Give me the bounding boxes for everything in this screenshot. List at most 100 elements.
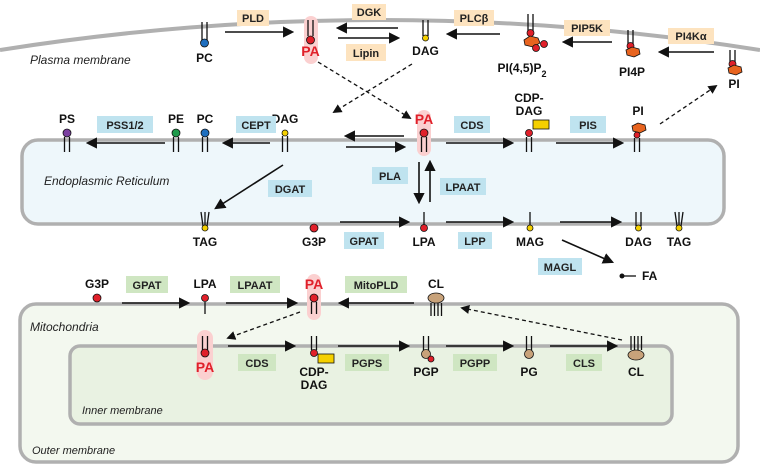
lipid-fa: FA: [619, 269, 658, 283]
svg-text:DAG: DAG: [516, 104, 543, 118]
lipid-dag-plasma: DAG: [412, 20, 439, 58]
lipid-pgp-mito: PGP: [413, 336, 439, 379]
enzyme-pla-box: [372, 167, 408, 184]
svg-text:CL: CL: [628, 365, 644, 379]
enzyme-pis-box: [570, 116, 606, 133]
enzyme-plcb-box: [454, 10, 494, 26]
svg-text:PS: PS: [59, 112, 75, 126]
dashed-cl-inner-to-cl-outer: [460, 304, 623, 341]
lipid-dag-er: DAG: [272, 112, 298, 152]
enzyme-pld: PLD: [242, 13, 264, 25]
enzyme-cds-mito: CDS: [245, 358, 268, 370]
lipid-pc-er: PC: [197, 112, 214, 152]
lipid-pe-er: PE: [168, 112, 184, 152]
enzyme-cls: CLS: [573, 358, 595, 370]
enzyme-pgpp: PGPP: [460, 358, 491, 370]
enzyme-cds-mito-box: [238, 354, 276, 371]
enzyme-cds-er-box: [454, 116, 490, 133]
dashed-pi-er-to-pi-plasma: [659, 84, 718, 125]
plasma-membrane-label: Plasma membrane: [30, 53, 131, 67]
enzyme-lipin: Lipin: [353, 48, 380, 60]
outer-membrane-label: Outer membrane: [32, 445, 115, 457]
svg-text:PI(4,5)P2: PI(4,5)P2: [497, 61, 546, 79]
svg-text:DAG: DAG: [301, 378, 328, 392]
enzyme-gpat-er-box: [344, 232, 384, 249]
inner-membrane-label: Inner membrane: [82, 405, 163, 417]
lipid-lpa-mito: LPA: [193, 277, 217, 314]
enzyme-cds-er: CDS: [460, 120, 483, 132]
enzyme-gpat-er: GPAT: [350, 236, 379, 248]
enzyme-pip5k-box: [564, 20, 610, 36]
lipid-ps-er: PS: [59, 112, 75, 152]
svg-text:LPA: LPA: [193, 277, 216, 291]
enzyme-cls-box: [566, 354, 602, 371]
svg-text:PG: PG: [520, 365, 537, 379]
svg-text:G3P: G3P: [85, 277, 109, 291]
enzyme-pla: PLA: [379, 171, 401, 183]
enzyme-pip5k: PIP5K: [571, 23, 603, 35]
enzyme-lpp-box: [458, 232, 492, 249]
enzyme-gpat-mito-box: [126, 276, 168, 293]
svg-text:PE: PE: [168, 112, 184, 126]
enzyme-pgpp-box: [453, 354, 497, 371]
enzyme-pgps-box: [345, 354, 389, 371]
enzyme-pi4ka: PI4Kα: [675, 31, 706, 43]
lipid-pg-mito: PG: [520, 336, 538, 379]
svg-text:PI: PI: [632, 104, 643, 118]
lipid-pa-er: PA: [415, 110, 433, 156]
lipid-cdpdag-mito: CDP- DAG: [299, 336, 335, 392]
enzyme-lpp: LPP: [464, 236, 485, 248]
svg-text:PI4P: PI4P: [619, 65, 645, 79]
lipid-pa-plasma: PA: [301, 16, 320, 64]
enzyme-dgk-box: [352, 4, 386, 20]
enzyme-lipin-box: [346, 44, 386, 61]
lipid-pa-mito-inner: PA: [196, 330, 214, 380]
enzyme-pgps: PGPS: [352, 358, 383, 370]
svg-text:CL: CL: [428, 277, 444, 291]
enzyme-lpaat-mito: LPAAT: [237, 280, 272, 292]
enzyme-pis: PIS: [579, 120, 597, 132]
svg-text:PA: PA: [196, 359, 214, 375]
enzyme-pld-box: [237, 10, 269, 26]
svg-text:PC: PC: [197, 112, 214, 126]
lipid-pa-mito-outer: PA: [305, 274, 323, 320]
svg-text:TAG: TAG: [667, 235, 691, 249]
arrow-dag-to-tag: [214, 164, 284, 210]
svg-text:CDP-: CDP-: [299, 365, 328, 379]
enzyme-magl-box: [538, 258, 582, 275]
lipid-lpa-er: LPA: [412, 212, 436, 249]
lipid-pi-er: PI: [631, 104, 647, 152]
svg-text:MAG: MAG: [516, 235, 544, 249]
dashed-pa-outer-to-pa-inner: [226, 311, 301, 340]
svg-text:G3P: G3P: [302, 235, 326, 249]
lipid-pc-plasma: PC: [196, 22, 213, 65]
lipid-tag2-er: TAG: [667, 211, 691, 249]
dashed-pa-plasma-to-pa-er: [317, 61, 412, 119]
svg-text:PI: PI: [728, 77, 739, 91]
svg-text:PA: PA: [415, 111, 433, 127]
svg-text:DAG: DAG: [625, 235, 652, 249]
enzyme-dgk: DGK: [357, 7, 382, 19]
svg-text:TAG: TAG: [193, 235, 217, 249]
svg-text:DAG: DAG: [412, 44, 439, 58]
lipid-dag2-er: DAG: [625, 212, 652, 249]
enzyme-lpaat-mito-box: [230, 276, 280, 293]
lipid-pi-plasma: PI: [727, 50, 743, 91]
enzyme-mitopld-box: [345, 276, 407, 293]
arrow-mag-to-fa: [561, 239, 615, 264]
svg-text:PA: PA: [305, 276, 323, 292]
enzyme-pss: PSS1/2: [106, 120, 143, 132]
enzyme-plcb: PLCβ: [460, 13, 489, 25]
lipid-cl-mito-inner: CL: [627, 336, 645, 379]
svg-text:PC: PC: [196, 51, 213, 65]
lipid-g3p-er: G3P: [302, 223, 326, 249]
svg-text:PA: PA: [301, 43, 319, 59]
lipid-tag-er: TAG: [193, 211, 217, 249]
enzyme-pss-box: [97, 116, 153, 133]
enzyme-lpaat-er: LPAAT: [445, 182, 480, 194]
svg-text:PGP: PGP: [413, 365, 438, 379]
enzyme-lpaat-er-box: [440, 178, 486, 195]
enzyme-pi4ka-box: [668, 28, 714, 44]
lipid-mag-er: MAG: [516, 212, 544, 249]
